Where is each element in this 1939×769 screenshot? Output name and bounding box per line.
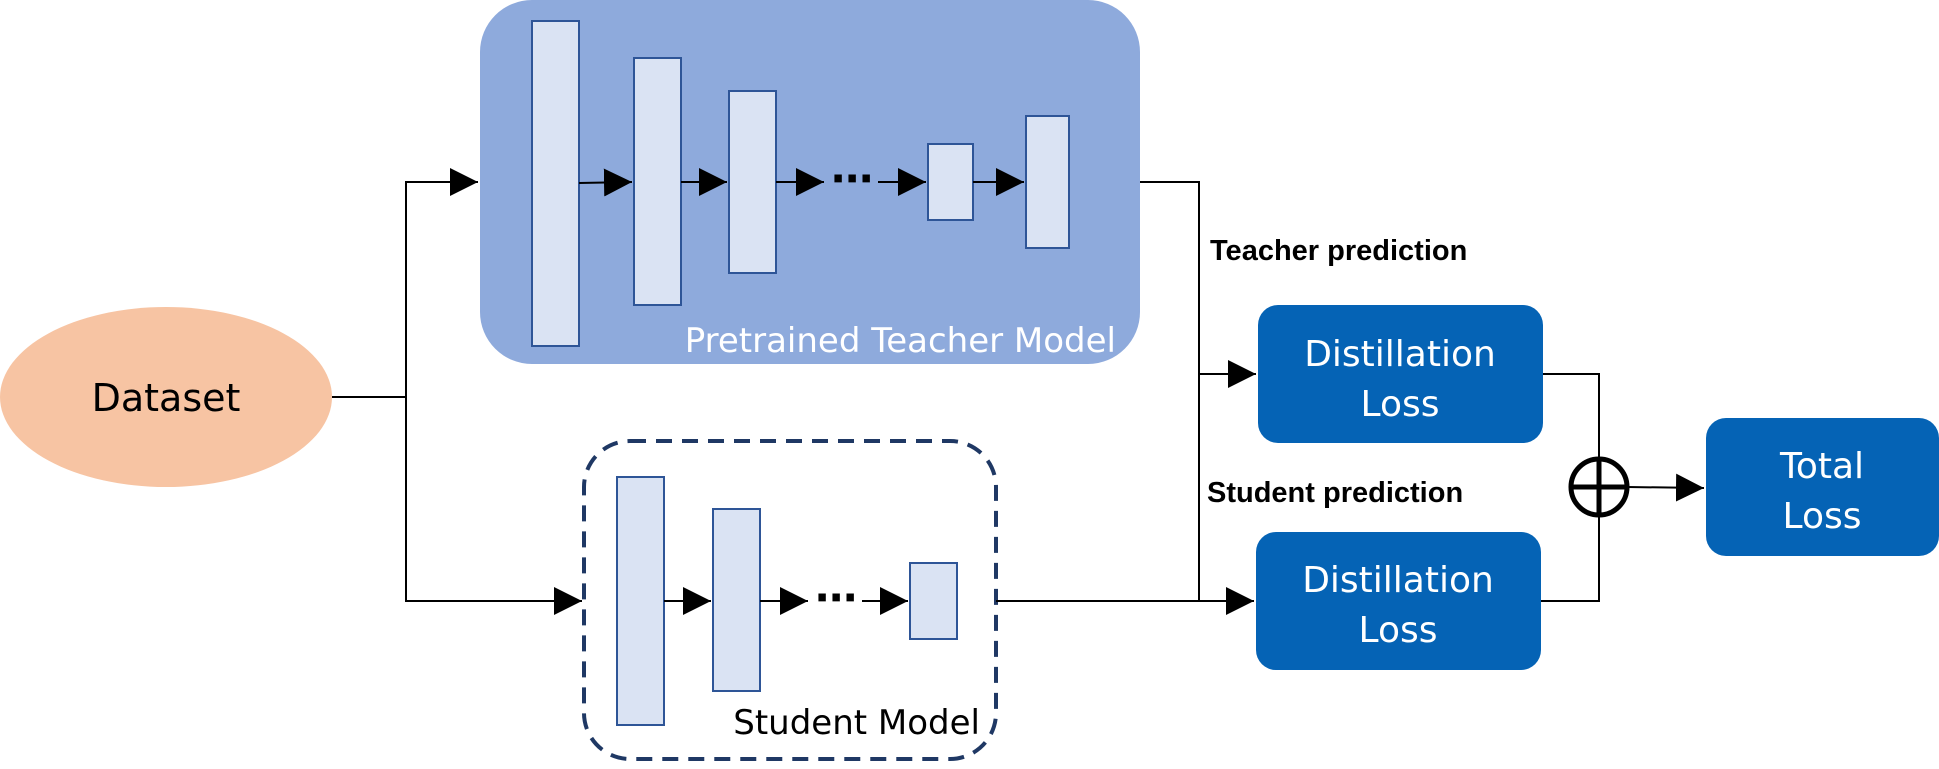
student-layer-2 (712, 508, 761, 692)
teacher-layer-4 (927, 143, 974, 221)
teacher-layer-1 (531, 20, 580, 347)
total-loss-box (1706, 418, 1939, 556)
bottom-loss-to-sum-connector (1541, 515, 1600, 602)
teacher-layer-2 (633, 57, 682, 306)
total-loss-line2: Loss (1783, 496, 1862, 537)
distillation-loss-top-line2: Loss (1361, 384, 1440, 425)
student-prediction-label: Student prediction (1207, 477, 1463, 509)
teacher-ellipsis: ⋯ (831, 154, 873, 203)
teacher-prediction-label: Teacher prediction (1210, 235, 1467, 267)
distillation-loss-top-box (1258, 305, 1543, 443)
dataset-label: Dataset (92, 376, 241, 420)
student-ellipsis: ⋯ (815, 573, 857, 622)
sum-to-total-connector (1626, 473, 1705, 502)
dataset-to-teacher-connector (332, 168, 478, 398)
teacher-arrow-1 (578, 168, 633, 197)
student-model-label: Student Model (733, 703, 980, 743)
teacher-layer-3 (728, 90, 777, 274)
total-loss-line1: Total (1779, 446, 1864, 487)
distillation-loss-bottom-line2: Loss (1359, 610, 1438, 651)
teacher-layer-5 (1025, 115, 1070, 249)
student-layer-3 (909, 562, 958, 640)
distillation-loss-top-line1: Distillation (1304, 334, 1496, 375)
teacher-model-label: Pretrained Teacher Model (685, 321, 1116, 361)
distillation-loss-bottom-line1: Distillation (1302, 560, 1494, 601)
teacher-output-connector (1140, 181, 1256, 388)
sum-operator-icon (1568, 456, 1630, 518)
dataset-node (0, 307, 332, 487)
top-loss-to-sum-connector (1543, 373, 1600, 459)
student-layer-1 (616, 476, 665, 726)
distillation-loss-bottom-box (1256, 532, 1541, 670)
dataset-to-student-connector (405, 397, 582, 615)
